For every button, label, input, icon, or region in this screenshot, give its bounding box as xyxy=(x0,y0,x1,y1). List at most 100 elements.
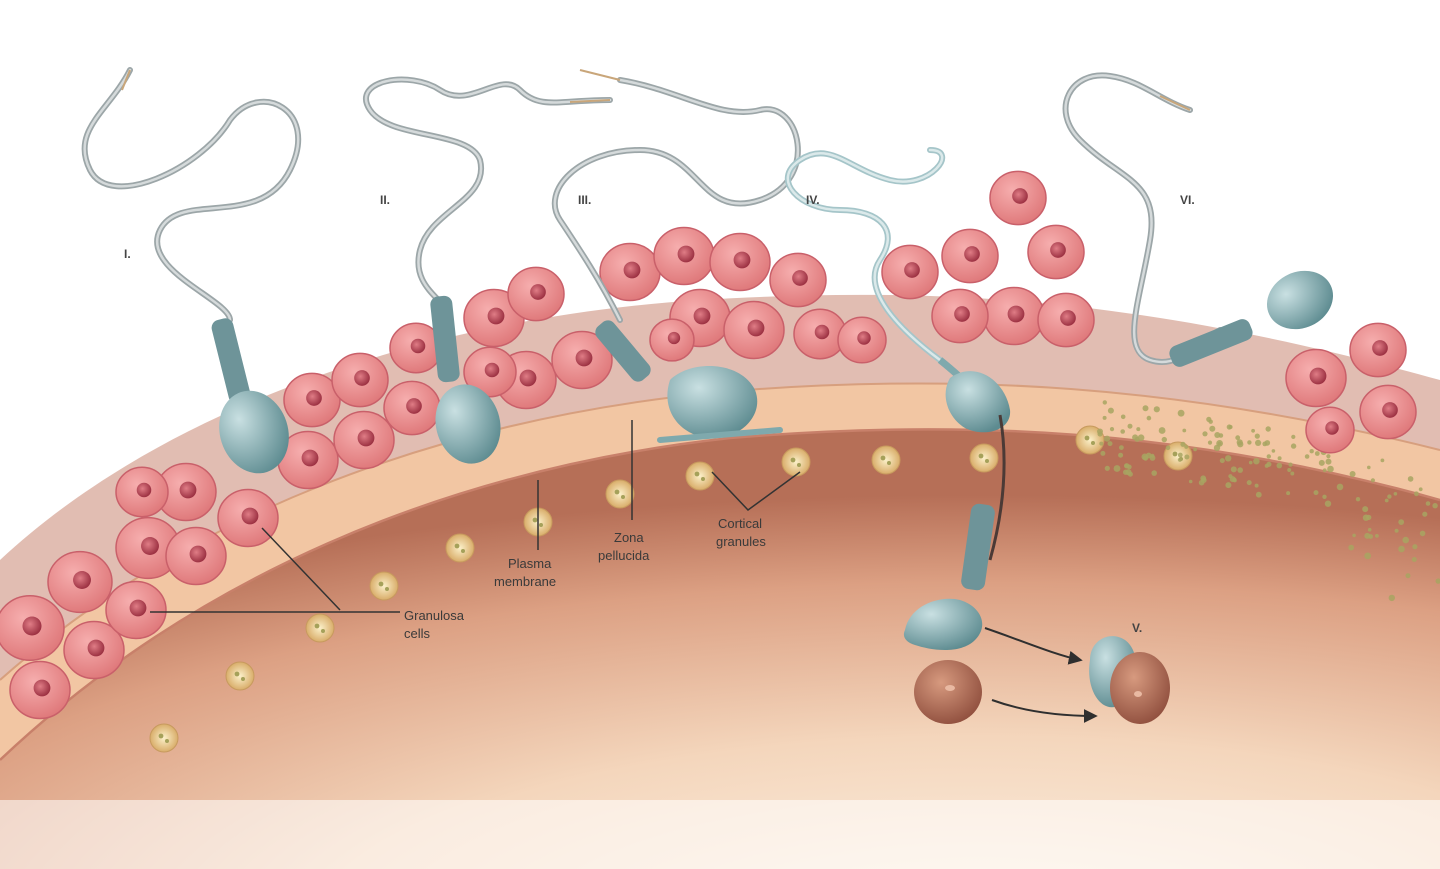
granulosa-cells-group xyxy=(0,170,1417,720)
granule-speck xyxy=(1355,497,1361,502)
cortical-granule-dot xyxy=(887,461,891,465)
sperm-2-midpiece xyxy=(430,295,460,383)
granule-speck xyxy=(1291,434,1296,439)
granule-speck xyxy=(1314,451,1320,456)
granule-speck xyxy=(1266,461,1272,467)
cortical-granule-shell xyxy=(969,443,999,473)
cortical-granule xyxy=(369,571,399,601)
granulosa-cell xyxy=(217,488,279,548)
cortical-granule-dot xyxy=(165,739,169,743)
sperm-2-tail-tip xyxy=(569,99,611,103)
cortical-granule-dot xyxy=(797,463,801,467)
granule-speck xyxy=(1313,490,1319,496)
granule-speck xyxy=(1247,440,1252,445)
cortical-granule-dot xyxy=(158,733,164,739)
granule-speck xyxy=(1364,552,1372,560)
sperm-4-head-penetrating xyxy=(945,371,1011,433)
granule-speck xyxy=(1232,478,1237,483)
granule-speck xyxy=(1109,427,1115,432)
granule-speck xyxy=(1290,471,1295,476)
label-granulosa-line1: Granulosa xyxy=(404,608,465,623)
granule-speck xyxy=(1226,424,1232,430)
granule-speck xyxy=(1336,483,1344,491)
granule-speck xyxy=(1161,436,1168,443)
sperm-4-tail-highlight xyxy=(786,148,944,362)
leader-granulosa-b xyxy=(261,527,341,611)
granulosa-cell xyxy=(0,594,65,662)
granule-speck xyxy=(1102,400,1108,405)
released-granule-speckles xyxy=(1097,400,1440,602)
granule-speck xyxy=(1177,409,1185,417)
granulosa-cell xyxy=(649,318,695,362)
granule-speck xyxy=(1177,452,1183,458)
cortical-granule-dot xyxy=(1172,451,1178,457)
cortical-granule-shell xyxy=(369,571,399,601)
cortical-granule-dot xyxy=(694,471,700,477)
granulosa-cell-nucleus xyxy=(484,362,500,378)
granule-speck xyxy=(1202,431,1208,437)
cortical-granule xyxy=(1075,425,1105,455)
granulosa-cell xyxy=(1285,348,1347,408)
granulosa-cell xyxy=(463,346,517,398)
granule-speck xyxy=(1387,494,1392,499)
granule-speck xyxy=(1145,452,1152,459)
granule-speck xyxy=(1251,428,1255,433)
granule-speck xyxy=(1228,474,1233,479)
granulosa-cell-nucleus xyxy=(73,571,91,589)
granulosa-cell-nucleus xyxy=(306,390,322,406)
granule-speck xyxy=(1177,457,1182,462)
granule-speck xyxy=(1349,471,1356,477)
granulosa-cell-nucleus xyxy=(1060,310,1076,326)
granule-speck xyxy=(1206,416,1212,422)
cortical-granule-dot xyxy=(978,453,984,459)
sperm-4-midpiece-inside xyxy=(961,503,995,591)
granulosa-cell-nucleus xyxy=(410,338,426,354)
granule-speck xyxy=(1266,454,1272,459)
cortical-granule-dot xyxy=(321,629,325,633)
granule-speck xyxy=(1324,500,1332,507)
cortical-granule-shell xyxy=(871,445,901,475)
granule-speck xyxy=(1254,433,1260,439)
granulosa-cell xyxy=(769,252,827,308)
cortical-granule-shell xyxy=(225,661,255,691)
granule-speck xyxy=(1414,491,1419,497)
cortical-granule-shell xyxy=(149,723,179,753)
sperm-6-head xyxy=(1266,270,1334,330)
cortical-granule-dot xyxy=(880,455,886,461)
cortical-granule-shell xyxy=(445,533,475,563)
sperm-3-tail-highlight xyxy=(553,78,800,322)
sperm-3-tail-tip xyxy=(579,69,621,81)
granulosa-cell-nucleus xyxy=(964,246,980,262)
cortical-granule-dot xyxy=(385,587,389,591)
label-stage-2: II. xyxy=(380,193,390,207)
granule-speck xyxy=(1380,458,1385,463)
sperm-6-tail-highlight xyxy=(1064,74,1222,364)
cortical-granule-dot xyxy=(454,543,460,549)
granulosa-cell xyxy=(599,242,661,302)
granulosa-cell xyxy=(507,266,565,322)
granulosa-cell-nucleus xyxy=(179,481,197,499)
granulosa-cell-nucleus xyxy=(357,429,375,447)
cortical-granule-dot xyxy=(701,477,705,481)
granulosa-cell-nucleus xyxy=(677,245,695,263)
leader-lines xyxy=(150,420,801,613)
cortical-granule-dot xyxy=(241,677,245,681)
granule-speck xyxy=(1276,462,1283,469)
granule-speck xyxy=(1326,454,1331,459)
granulosa-cell xyxy=(723,300,785,360)
cortical-granule-dot xyxy=(985,459,989,463)
cortical-granule-dot xyxy=(314,623,320,629)
granule-speck xyxy=(1362,506,1369,513)
label-cortical-line2: granules xyxy=(716,534,766,549)
granulosa-cell-nucleus xyxy=(1050,242,1066,258)
granulosa-cell-nucleus xyxy=(530,284,546,300)
granulosa-cell xyxy=(463,288,525,348)
cortical-granule xyxy=(605,479,635,509)
granule-speck xyxy=(1432,503,1438,509)
granule-speck xyxy=(1422,511,1428,517)
cortical-granule xyxy=(445,533,475,563)
granule-speck xyxy=(1370,478,1375,483)
label-stage-3: III. xyxy=(578,193,591,207)
granule-speck xyxy=(1180,441,1186,447)
